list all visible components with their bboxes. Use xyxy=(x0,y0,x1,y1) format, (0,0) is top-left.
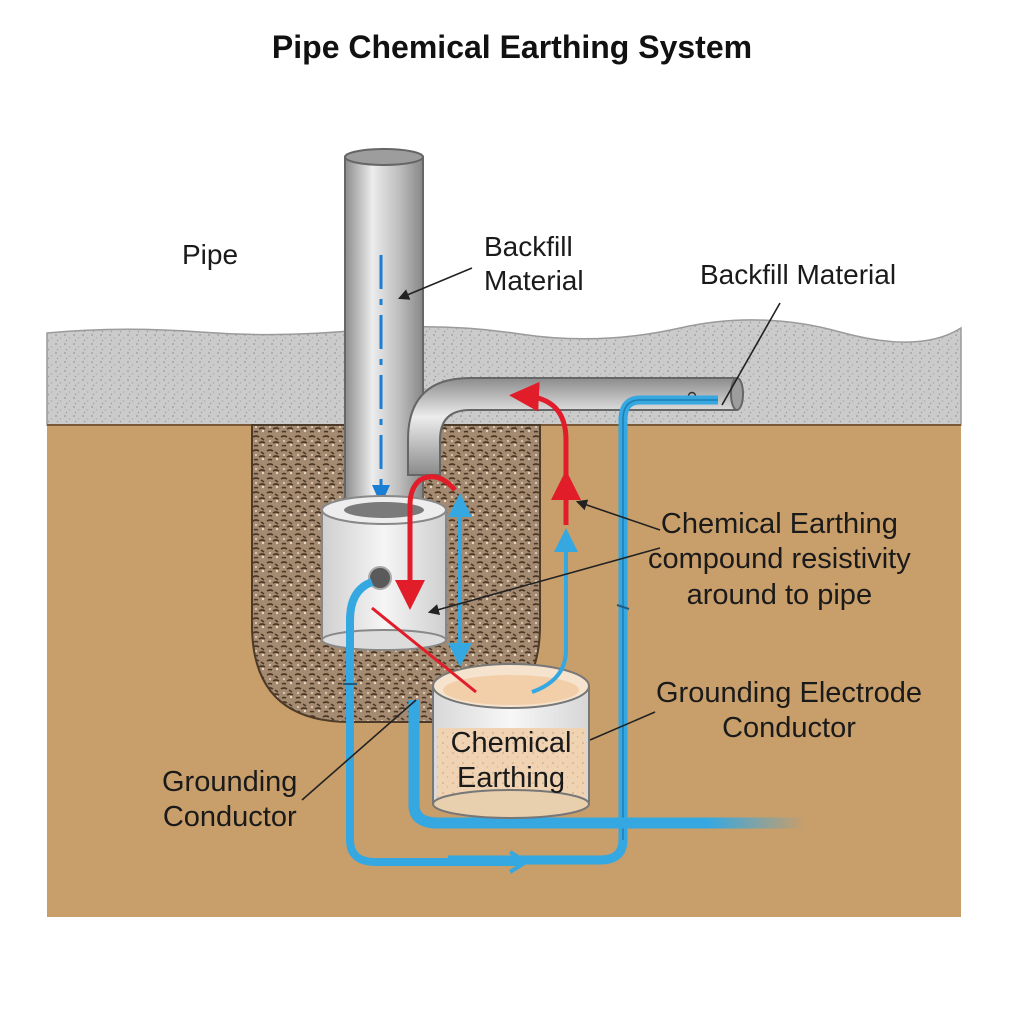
label-chemical-compound: Chemical Earthing compound resistivity a… xyxy=(648,507,911,613)
diagram-title: Pipe Chemical Earthing System xyxy=(271,29,753,65)
blue-up-arrow xyxy=(531,528,578,694)
label-line: compound resistivity xyxy=(648,543,911,576)
chemical-earthing-tank xyxy=(432,663,590,819)
label-line: Earthing xyxy=(456,762,565,795)
label-line: Conductor xyxy=(162,801,297,834)
label-chemical-earthing: Chemical Earthing xyxy=(437,726,585,797)
label-line: Backfill xyxy=(484,231,573,262)
label-grounding-electrode-conductor: Grounding Electrode Conductor xyxy=(656,676,922,747)
label-backfill-material-left: Backfill Material xyxy=(484,230,584,298)
concrete-collar xyxy=(321,495,447,651)
label-line: Grounding Electrode xyxy=(656,677,922,709)
label-grounding-conductor: Grounding Conductor xyxy=(162,765,297,836)
label-line: Material xyxy=(484,265,584,297)
label-line: around to pipe xyxy=(686,578,873,611)
label-line: Chemical Earthing xyxy=(660,508,898,540)
red-flow-arrow-up xyxy=(509,381,569,520)
red-flow-arrow-down xyxy=(395,474,457,610)
label-line: Chemical xyxy=(450,727,572,759)
label-line: Conductor xyxy=(722,712,856,745)
grounding-conductor xyxy=(346,578,520,866)
label-pipe: Pipe xyxy=(182,239,239,270)
label-backfill-material-right: Backfill Material xyxy=(700,259,897,290)
red-diagonal-line xyxy=(371,606,477,694)
leader-lines xyxy=(301,267,781,801)
label-line: Grounding xyxy=(162,766,298,798)
